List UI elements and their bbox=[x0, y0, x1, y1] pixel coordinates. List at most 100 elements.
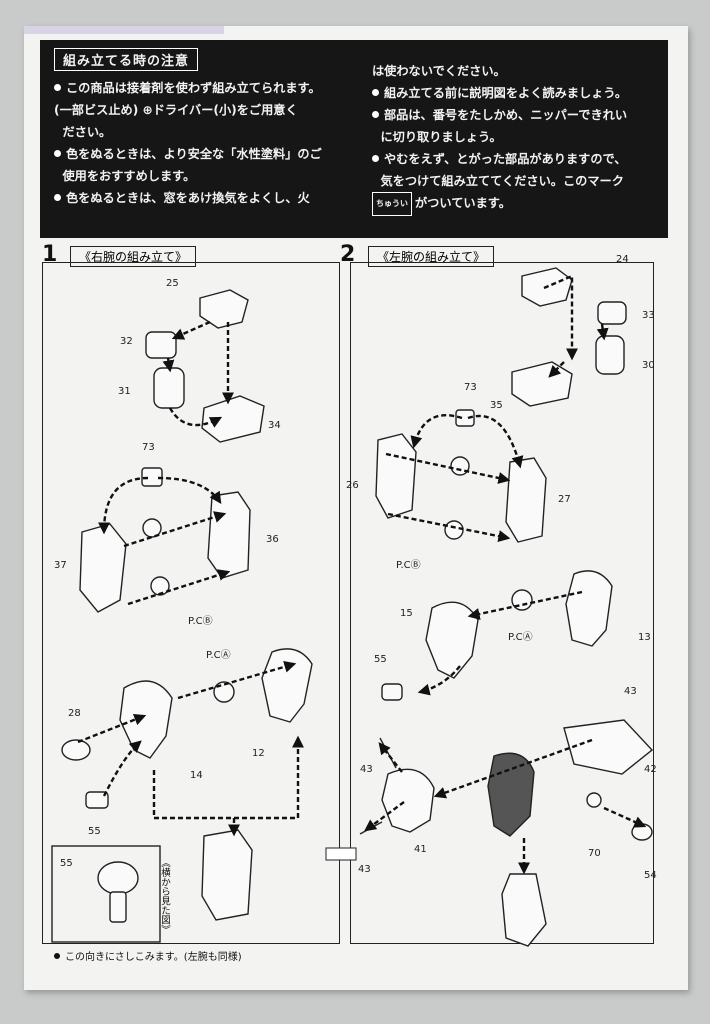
part-25-bracket bbox=[199, 289, 249, 329]
step-2-panel bbox=[350, 262, 654, 944]
part-28-cap bbox=[61, 739, 91, 761]
bullet-icon bbox=[372, 89, 379, 96]
dark-forearm bbox=[487, 752, 535, 837]
caution-line: に切り取りましょう。 bbox=[380, 130, 502, 144]
part-70-joint bbox=[586, 792, 602, 808]
part-37-arm bbox=[79, 523, 127, 613]
hand-part bbox=[501, 873, 547, 947]
part-number: 43 bbox=[624, 686, 637, 697]
part-number: 43 bbox=[358, 864, 371, 875]
forearm-part bbox=[201, 829, 253, 921]
part-15-shoulder bbox=[425, 601, 479, 679]
part-number: 54 bbox=[644, 870, 657, 881]
part-27-arm bbox=[505, 457, 547, 543]
caution-line: この商品は接着剤を使わず組み立てられます。 bbox=[54, 77, 364, 99]
part-number-labels: 25 32 31 34 73 37 36 P.CⒷ P.CⒶ 28 12 14 … bbox=[54, 254, 657, 881]
part-43-spike bbox=[379, 737, 397, 769]
part-number: 55 bbox=[374, 654, 387, 665]
part-number: 33 bbox=[642, 310, 655, 321]
part-number: P.CⒶ bbox=[206, 649, 231, 661]
part-31-hand bbox=[153, 367, 185, 409]
inset-caption: 《横から見た図》 bbox=[159, 858, 170, 934]
part-12-elbow bbox=[261, 648, 313, 723]
bullet-icon bbox=[54, 953, 60, 959]
part-number: 30 bbox=[642, 360, 655, 371]
step-2-number: 2 bbox=[340, 242, 356, 267]
bullet-icon bbox=[54, 194, 61, 201]
inset-part bbox=[97, 861, 139, 895]
part-42-blade bbox=[563, 719, 654, 775]
part-number: P.CⒷ bbox=[396, 559, 421, 571]
caution-line: 部品は、番号をたしかめ、ニッパーできれい bbox=[372, 104, 664, 126]
part-13-elbow bbox=[565, 570, 613, 647]
inset-stem bbox=[109, 891, 127, 923]
step-1-number: 1 bbox=[42, 242, 58, 267]
pc-b-joint bbox=[444, 520, 464, 540]
caution-mark-icon bbox=[325, 847, 357, 861]
part-number: 28 bbox=[68, 708, 81, 719]
caution-line: 使用をおすすめします。 bbox=[62, 169, 196, 183]
sheet-edge bbox=[24, 26, 224, 34]
caution-line: 色をぬるときは、より安全な「水性塗料」のご bbox=[54, 143, 364, 165]
part-number: 70 bbox=[588, 848, 601, 859]
step-2-label: 《左腕の組み立て》 bbox=[368, 246, 495, 267]
caution-line: やむをえず、とがった部品がありますので、 bbox=[372, 148, 664, 170]
part-43-spike bbox=[359, 821, 383, 835]
part-number: 35 bbox=[490, 400, 503, 411]
part-number: 26 bbox=[346, 480, 359, 491]
step-1-panel bbox=[42, 262, 340, 944]
bullet-icon bbox=[372, 111, 379, 118]
bullet-icon bbox=[54, 150, 61, 157]
part-number: 41 bbox=[414, 844, 427, 855]
part-number: 55 bbox=[88, 826, 101, 837]
caution-mark-icon: ちゅうい bbox=[372, 192, 412, 216]
bullet-icon bbox=[372, 155, 379, 162]
bullet-icon bbox=[54, 84, 61, 91]
step-1-label: 《右腕の組み立て》 bbox=[70, 246, 197, 267]
part-number: P.CⒷ bbox=[188, 615, 213, 627]
caution-line: は使わないでください。 bbox=[372, 64, 506, 78]
instruction-sheet: 組み立てる時の注意 この商品は接着剤を使わず組み立てられます。 (一部ビス止め)… bbox=[24, 26, 688, 990]
caution-line: 気をつけて組み立ててください。このマーク bbox=[380, 174, 624, 188]
part-73-peg bbox=[455, 409, 475, 427]
part-number: 31 bbox=[118, 386, 131, 397]
part-14-shoulder bbox=[119, 680, 173, 759]
part-number: 13 bbox=[638, 632, 651, 643]
caution-line: ちゅういがついています。 bbox=[372, 192, 664, 216]
pc-b-joint bbox=[142, 518, 162, 538]
part-number: 24 bbox=[616, 254, 629, 265]
part-number: 43 bbox=[360, 764, 373, 775]
caution-header: 組み立てる時の注意 この商品は接着剤を使わず組み立てられます。 (一部ビス止め)… bbox=[40, 40, 668, 238]
part-number: 12 bbox=[252, 748, 265, 759]
caution-title: 組み立てる時の注意 bbox=[54, 48, 199, 71]
part-number: 73 bbox=[142, 442, 155, 453]
part-55-pin bbox=[381, 683, 403, 701]
caution-right-column: は使わないでください。 組み立てる前に説明図をよく読みましょう。 部品は、番号を… bbox=[372, 60, 664, 216]
caution-line: (一部ビス止め) ⊕ドライバー(小)をご用意く bbox=[54, 103, 298, 117]
part-34-base bbox=[201, 395, 265, 443]
part-26-arm bbox=[375, 433, 417, 519]
assembly-diagram: 25 32 31 34 73 37 36 P.CⒷ P.CⒶ 28 12 14 … bbox=[51, 254, 657, 947]
pc-a-joint bbox=[213, 681, 235, 703]
caution-line: 組み立てる前に説明図をよく読みましょう。 bbox=[372, 82, 664, 104]
part-33-clip bbox=[597, 301, 627, 325]
part-number: 25 bbox=[166, 278, 179, 289]
part-36-arm bbox=[207, 491, 251, 579]
part-41-shoulder bbox=[381, 768, 435, 833]
part-32-clip bbox=[145, 331, 177, 359]
caution-left-column: 組み立てる時の注意 この商品は接着剤を使わず組み立てられます。 (一部ビス止め)… bbox=[54, 48, 364, 209]
part-number: 15 bbox=[400, 608, 413, 619]
side-view-inset bbox=[51, 845, 161, 943]
part-number: 36 bbox=[266, 534, 279, 545]
part-number: 37 bbox=[54, 560, 67, 571]
part-number: P.CⒶ bbox=[508, 631, 533, 643]
part-number: 42 bbox=[644, 764, 657, 775]
part-30-hand bbox=[595, 335, 625, 375]
caution-line: 色をぬるときは、窓をあけ換気をよくし、火 bbox=[54, 187, 364, 209]
part-number: 34 bbox=[268, 420, 281, 431]
part-number: 27 bbox=[558, 494, 571, 505]
part-number: 73 bbox=[464, 382, 477, 393]
part-number: 55 bbox=[60, 858, 73, 869]
part-number: 14 bbox=[190, 770, 203, 781]
part-number: 32 bbox=[120, 336, 133, 347]
